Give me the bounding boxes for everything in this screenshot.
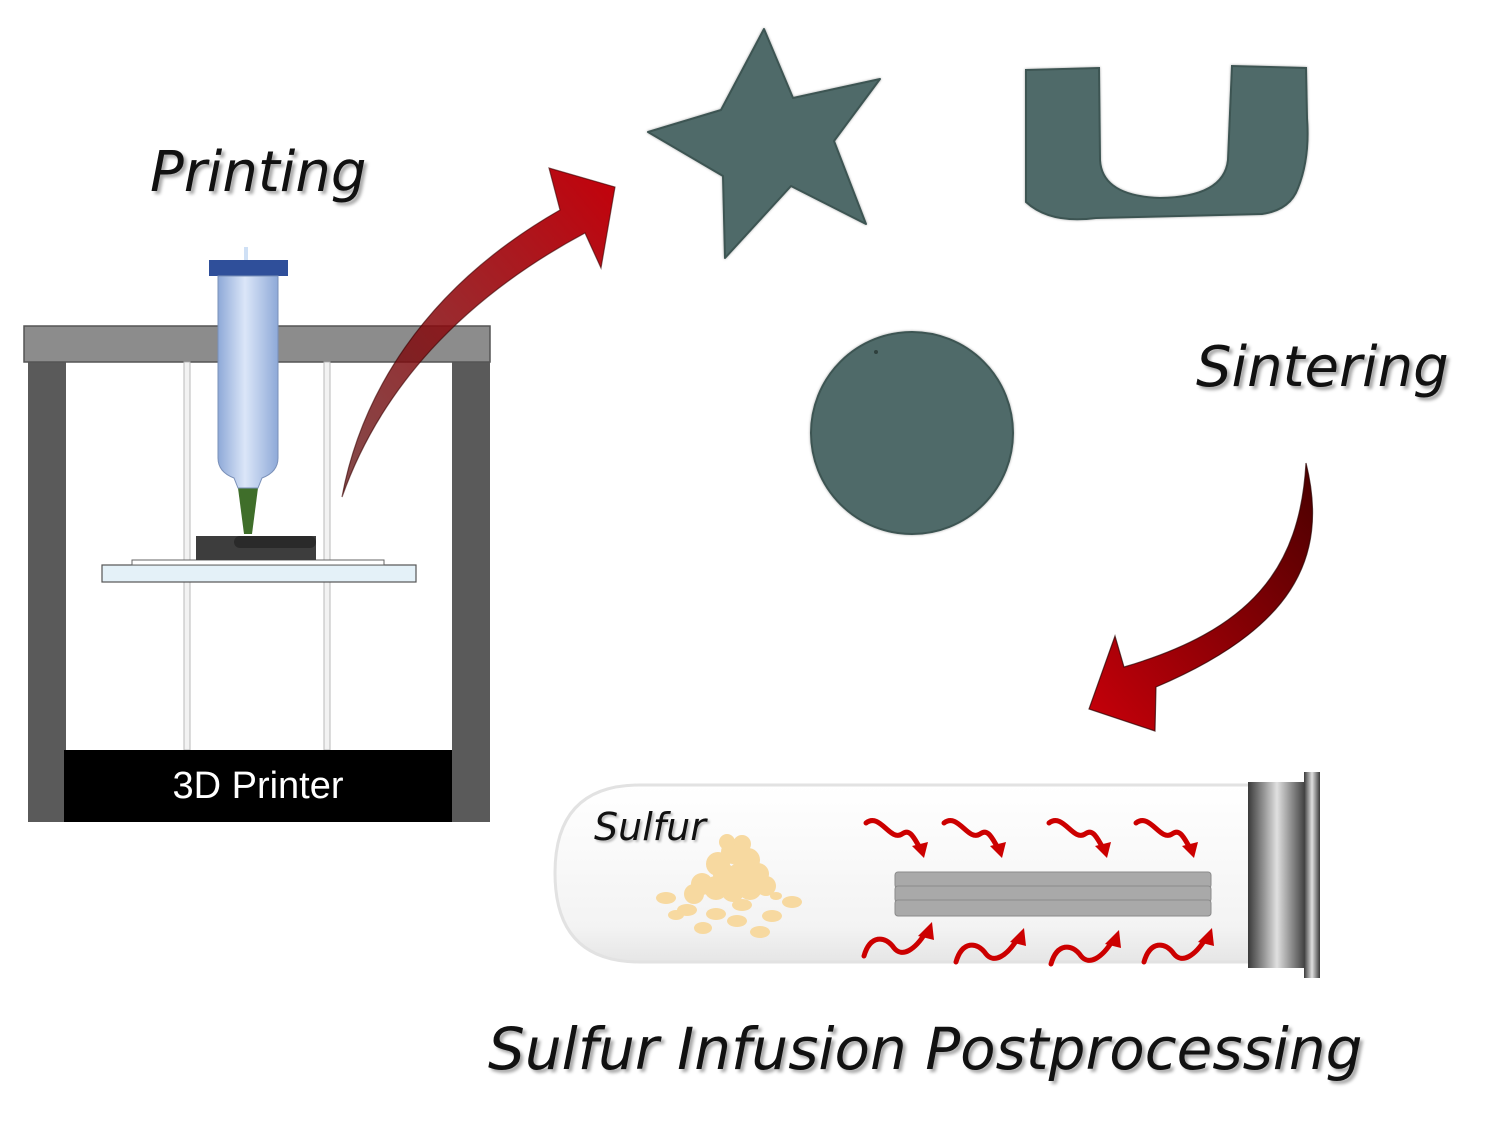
tube-cap [1248,782,1306,968]
heat-arrow-top-4 [1133,818,1193,851]
letter-u-shape [1025,64,1309,221]
heat-arrows-bottom [861,929,1209,967]
sintering-label: Sintering [1196,335,1449,400]
plunger-rod [244,247,248,261]
test-tube [553,772,1320,978]
build-platform [101,564,417,583]
3d-printer [23,247,491,822]
sintering-arrow [1088,462,1314,732]
tube-cap-rim [1304,772,1320,978]
extruded-filament [234,536,316,548]
sulfur-pile [656,834,802,938]
heat-arrow-bottom-3 [1048,937,1116,967]
printer-base-label: 3D Printer [172,764,344,807]
printer-right-post [452,360,490,822]
printer-left-post [28,360,66,822]
printer-rod-right [323,361,331,751]
heat-arrows-top [863,818,1193,851]
heat-arrow-bottom-1 [861,929,929,959]
printing-arrow [341,167,616,498]
heat-arrow-top-2 [941,818,1001,851]
sulfur-label: Sulfur [594,805,706,849]
disc-shape [810,331,1014,535]
heat-arrow-bottom-2 [953,935,1021,965]
sintered-bar-3 [894,899,1212,917]
heat-arrow-top-3 [1046,818,1106,851]
printer-base [64,750,452,822]
star-shape [647,28,881,259]
syringe-barrel [217,275,279,489]
disc-speck [874,350,878,354]
heat-arrow-top-1 [863,818,923,851]
nozzle [238,488,258,534]
printing-label: Printing [150,140,367,205]
infusion-label: Sulfur Infusion Postprocessing [488,1015,1363,1083]
build-plate-film [131,559,385,566]
heat-arrowheads-bottom [918,922,1214,948]
heat-arrowheads-top [912,842,1198,858]
heat-arrow-bottom-4 [1141,935,1209,965]
syringe-cap [209,260,288,276]
printer-rod-left [183,361,191,751]
printed-objects [647,28,1309,535]
